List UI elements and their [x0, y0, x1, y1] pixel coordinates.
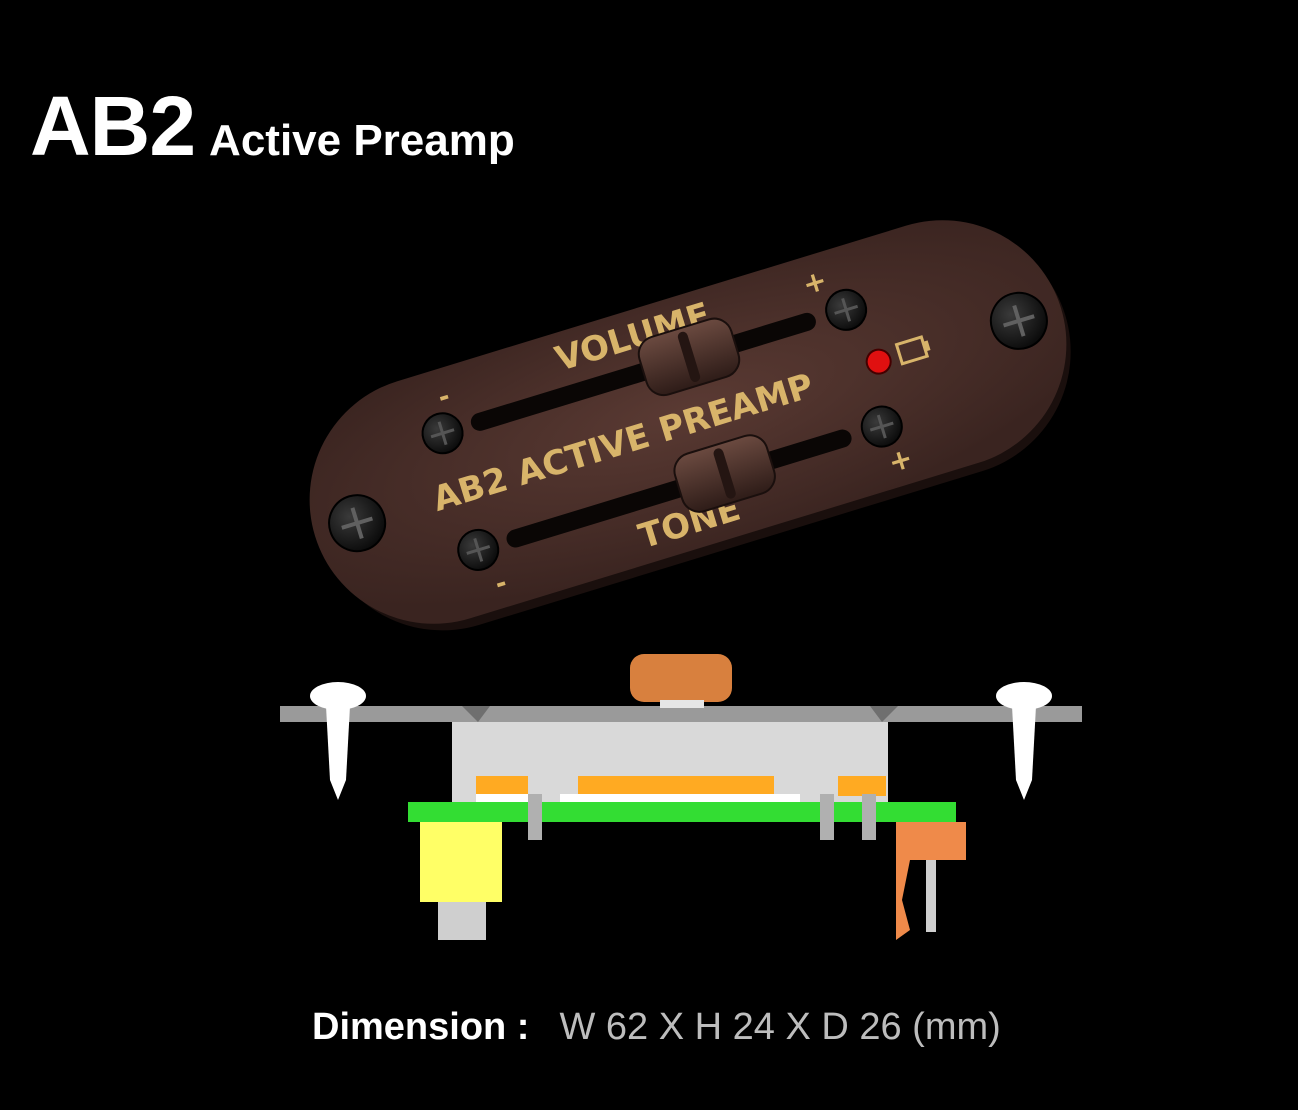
- dimension-spec: Dimension : W 62 X H 24 X D 26 (mm): [312, 1006, 1001, 1049]
- pcb-board: [408, 802, 956, 822]
- slot-screw-icon: [825, 288, 868, 331]
- battery-icon: [894, 335, 931, 366]
- led-indicator-icon: [865, 348, 892, 375]
- dimension-value: W 62 X H 24 X D 26 (mm): [559, 1006, 1001, 1048]
- mounting-screw-icon: [989, 291, 1048, 350]
- slot-screw-icon: [421, 412, 464, 455]
- output-jack: [420, 822, 502, 902]
- slot-screw-icon: [457, 528, 500, 571]
- side-screw-icon: [310, 682, 366, 800]
- tone-slider-knob[interactable]: [670, 431, 779, 516]
- panel-plate: [309, 220, 1067, 624]
- product-model: AB2: [30, 79, 196, 173]
- volume-slider-knob[interactable]: [634, 314, 743, 399]
- side-view-diagram: [280, 654, 1082, 940]
- product-subtitle: Active Preamp: [209, 116, 515, 165]
- dimension-label: Dimension :: [312, 1006, 530, 1048]
- preamp-panel: VOLUME TONE AB2 ACTIVE PREAMP - + - +: [309, 220, 1071, 631]
- side-knob: [630, 654, 732, 702]
- battery-connector: [896, 822, 966, 860]
- side-screw-icon: [996, 682, 1052, 800]
- slot-screw-icon: [860, 405, 903, 448]
- side-plate: [280, 706, 1082, 722]
- mounting-screw-icon: [328, 494, 387, 553]
- page-title: AB2 Active Preamp: [30, 78, 515, 175]
